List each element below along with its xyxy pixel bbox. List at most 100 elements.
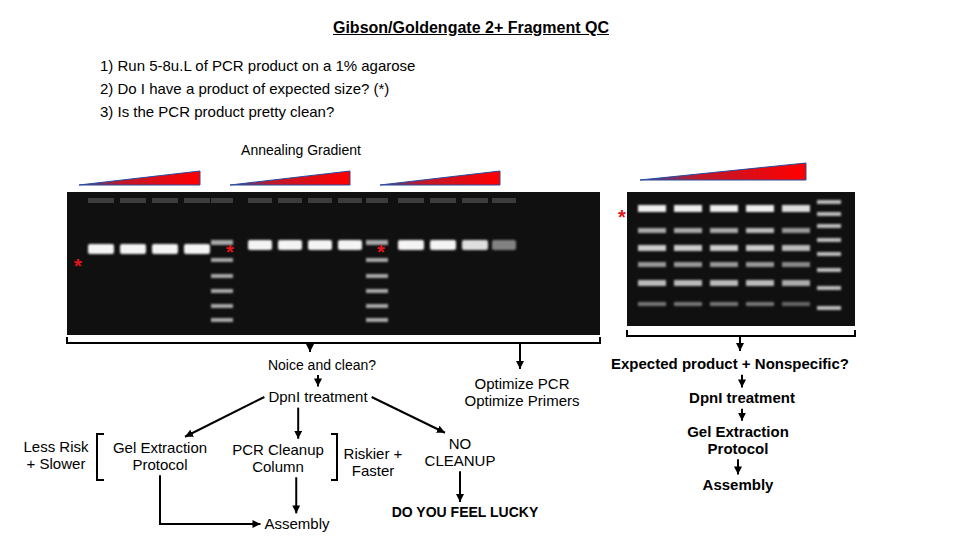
gel-band — [746, 228, 774, 233]
gel-band — [782, 280, 810, 286]
gel-band — [782, 205, 810, 212]
size-marker: * — [74, 255, 82, 278]
flow-arrow — [160, 475, 260, 524]
step-text: NO CLEANUP — [420, 435, 500, 470]
gel-band — [710, 262, 738, 267]
ladder-bands — [817, 200, 841, 310]
gel-band — [338, 240, 362, 250]
left-gel — [67, 192, 600, 335]
size-marker: * — [226, 241, 234, 264]
flow-arrow — [459, 471, 461, 502]
flow-step: DO YOU FEEL LUCKY — [388, 502, 543, 522]
ladder-band — [817, 268, 841, 272]
ladder-band — [817, 238, 841, 242]
ladder-band — [366, 274, 388, 278]
flow-arrow — [297, 408, 299, 439]
gradient-wedge — [230, 171, 350, 185]
ladder-band — [366, 304, 388, 308]
gel-band — [248, 240, 272, 250]
flow-step: DpnI treatment — [685, 387, 799, 408]
gel-well — [278, 198, 302, 203]
gel-band — [492, 240, 516, 250]
gel-well — [211, 198, 233, 203]
size-marker: * — [377, 241, 385, 264]
gradient-wedge — [380, 171, 500, 185]
step-text: Noice and clean? — [268, 357, 376, 373]
step-text: Assembly — [264, 515, 329, 532]
gel-well — [152, 198, 178, 203]
gel-band — [746, 262, 774, 267]
flow-arrow — [741, 409, 743, 421]
gel-band — [746, 280, 774, 286]
gel-band — [638, 245, 666, 251]
risk-note: Less Risk + Slower — [21, 438, 91, 473]
gel-band — [782, 245, 810, 251]
gel-band — [638, 302, 666, 306]
gel-band — [710, 205, 738, 212]
flow-arrow — [737, 459, 739, 474]
flow-step: DpnI treatment — [264, 386, 371, 407]
leader-arrow — [309, 343, 311, 352]
gel-band — [746, 302, 774, 306]
gel-well — [492, 198, 516, 203]
gel-band — [674, 228, 702, 233]
gel-bracket — [67, 337, 600, 343]
gel-band — [674, 245, 702, 251]
gel-band — [674, 302, 702, 306]
ladder-band — [366, 289, 388, 293]
size-marker: * — [618, 206, 626, 229]
gel-well — [366, 198, 388, 203]
flow-step: NO CLEANUP — [416, 433, 504, 472]
flow-step: Gel Extraction Protocol — [101, 437, 219, 476]
flow-arrow — [295, 477, 297, 513]
gel-band — [398, 240, 424, 250]
gel-well — [338, 198, 362, 203]
gel-well — [398, 198, 424, 203]
gel-background — [67, 192, 600, 335]
brackets — [67, 330, 855, 480]
gel-band — [710, 245, 738, 251]
gel-band — [638, 228, 666, 233]
step-text: Optimize PCR Optimize Primers — [460, 375, 585, 410]
flow-step: Expected product + Nonspecific? — [607, 353, 853, 374]
ladder-band — [817, 200, 841, 204]
gradient-wedge — [640, 163, 806, 180]
flow-step: Optimize PCR Optimize Primers — [456, 373, 589, 412]
risk-note: Riskier + Faster — [342, 445, 404, 480]
flow-arrow — [185, 397, 264, 437]
flow-arrow — [317, 375, 319, 386]
gel-well — [308, 198, 332, 203]
flow-arrow — [372, 397, 445, 433]
gradient-label: Annealing Gradient — [241, 142, 361, 158]
gel-band — [674, 205, 702, 212]
gel-well — [184, 198, 210, 203]
step-text: Expected product + Nonspecific? — [611, 355, 849, 372]
gel-band — [674, 262, 702, 267]
gel-band — [308, 240, 332, 250]
ladder-band — [817, 212, 841, 216]
gel-bracket — [627, 330, 855, 336]
ladder-band — [817, 224, 841, 228]
gel-band — [746, 245, 774, 251]
step-text: 2) Do I have a product of expected size?… — [100, 80, 389, 97]
page-title: Gibson/Goldengate 2+ Fragment QC — [333, 19, 609, 37]
ladder-band — [211, 289, 233, 293]
gel-band — [782, 302, 810, 306]
flow-step: Gel Extraction Protocol — [674, 421, 802, 460]
step-text: 3) Is the PCR product pretty clean? — [100, 103, 334, 120]
ladder-band — [211, 274, 233, 278]
gradient-wedges — [79, 163, 806, 185]
right-gel — [627, 192, 855, 326]
gel-band — [782, 262, 810, 267]
gel-band — [184, 244, 210, 254]
gel-band — [278, 240, 302, 250]
leader-arrow — [739, 336, 741, 351]
gel-band — [710, 228, 738, 233]
gel-well — [120, 198, 146, 203]
ladder-band — [817, 252, 841, 256]
gel-background — [627, 192, 855, 326]
gel-band — [430, 240, 456, 250]
gel-band — [674, 280, 702, 286]
gel-bands — [88, 240, 516, 254]
ladder-bands — [211, 240, 388, 322]
